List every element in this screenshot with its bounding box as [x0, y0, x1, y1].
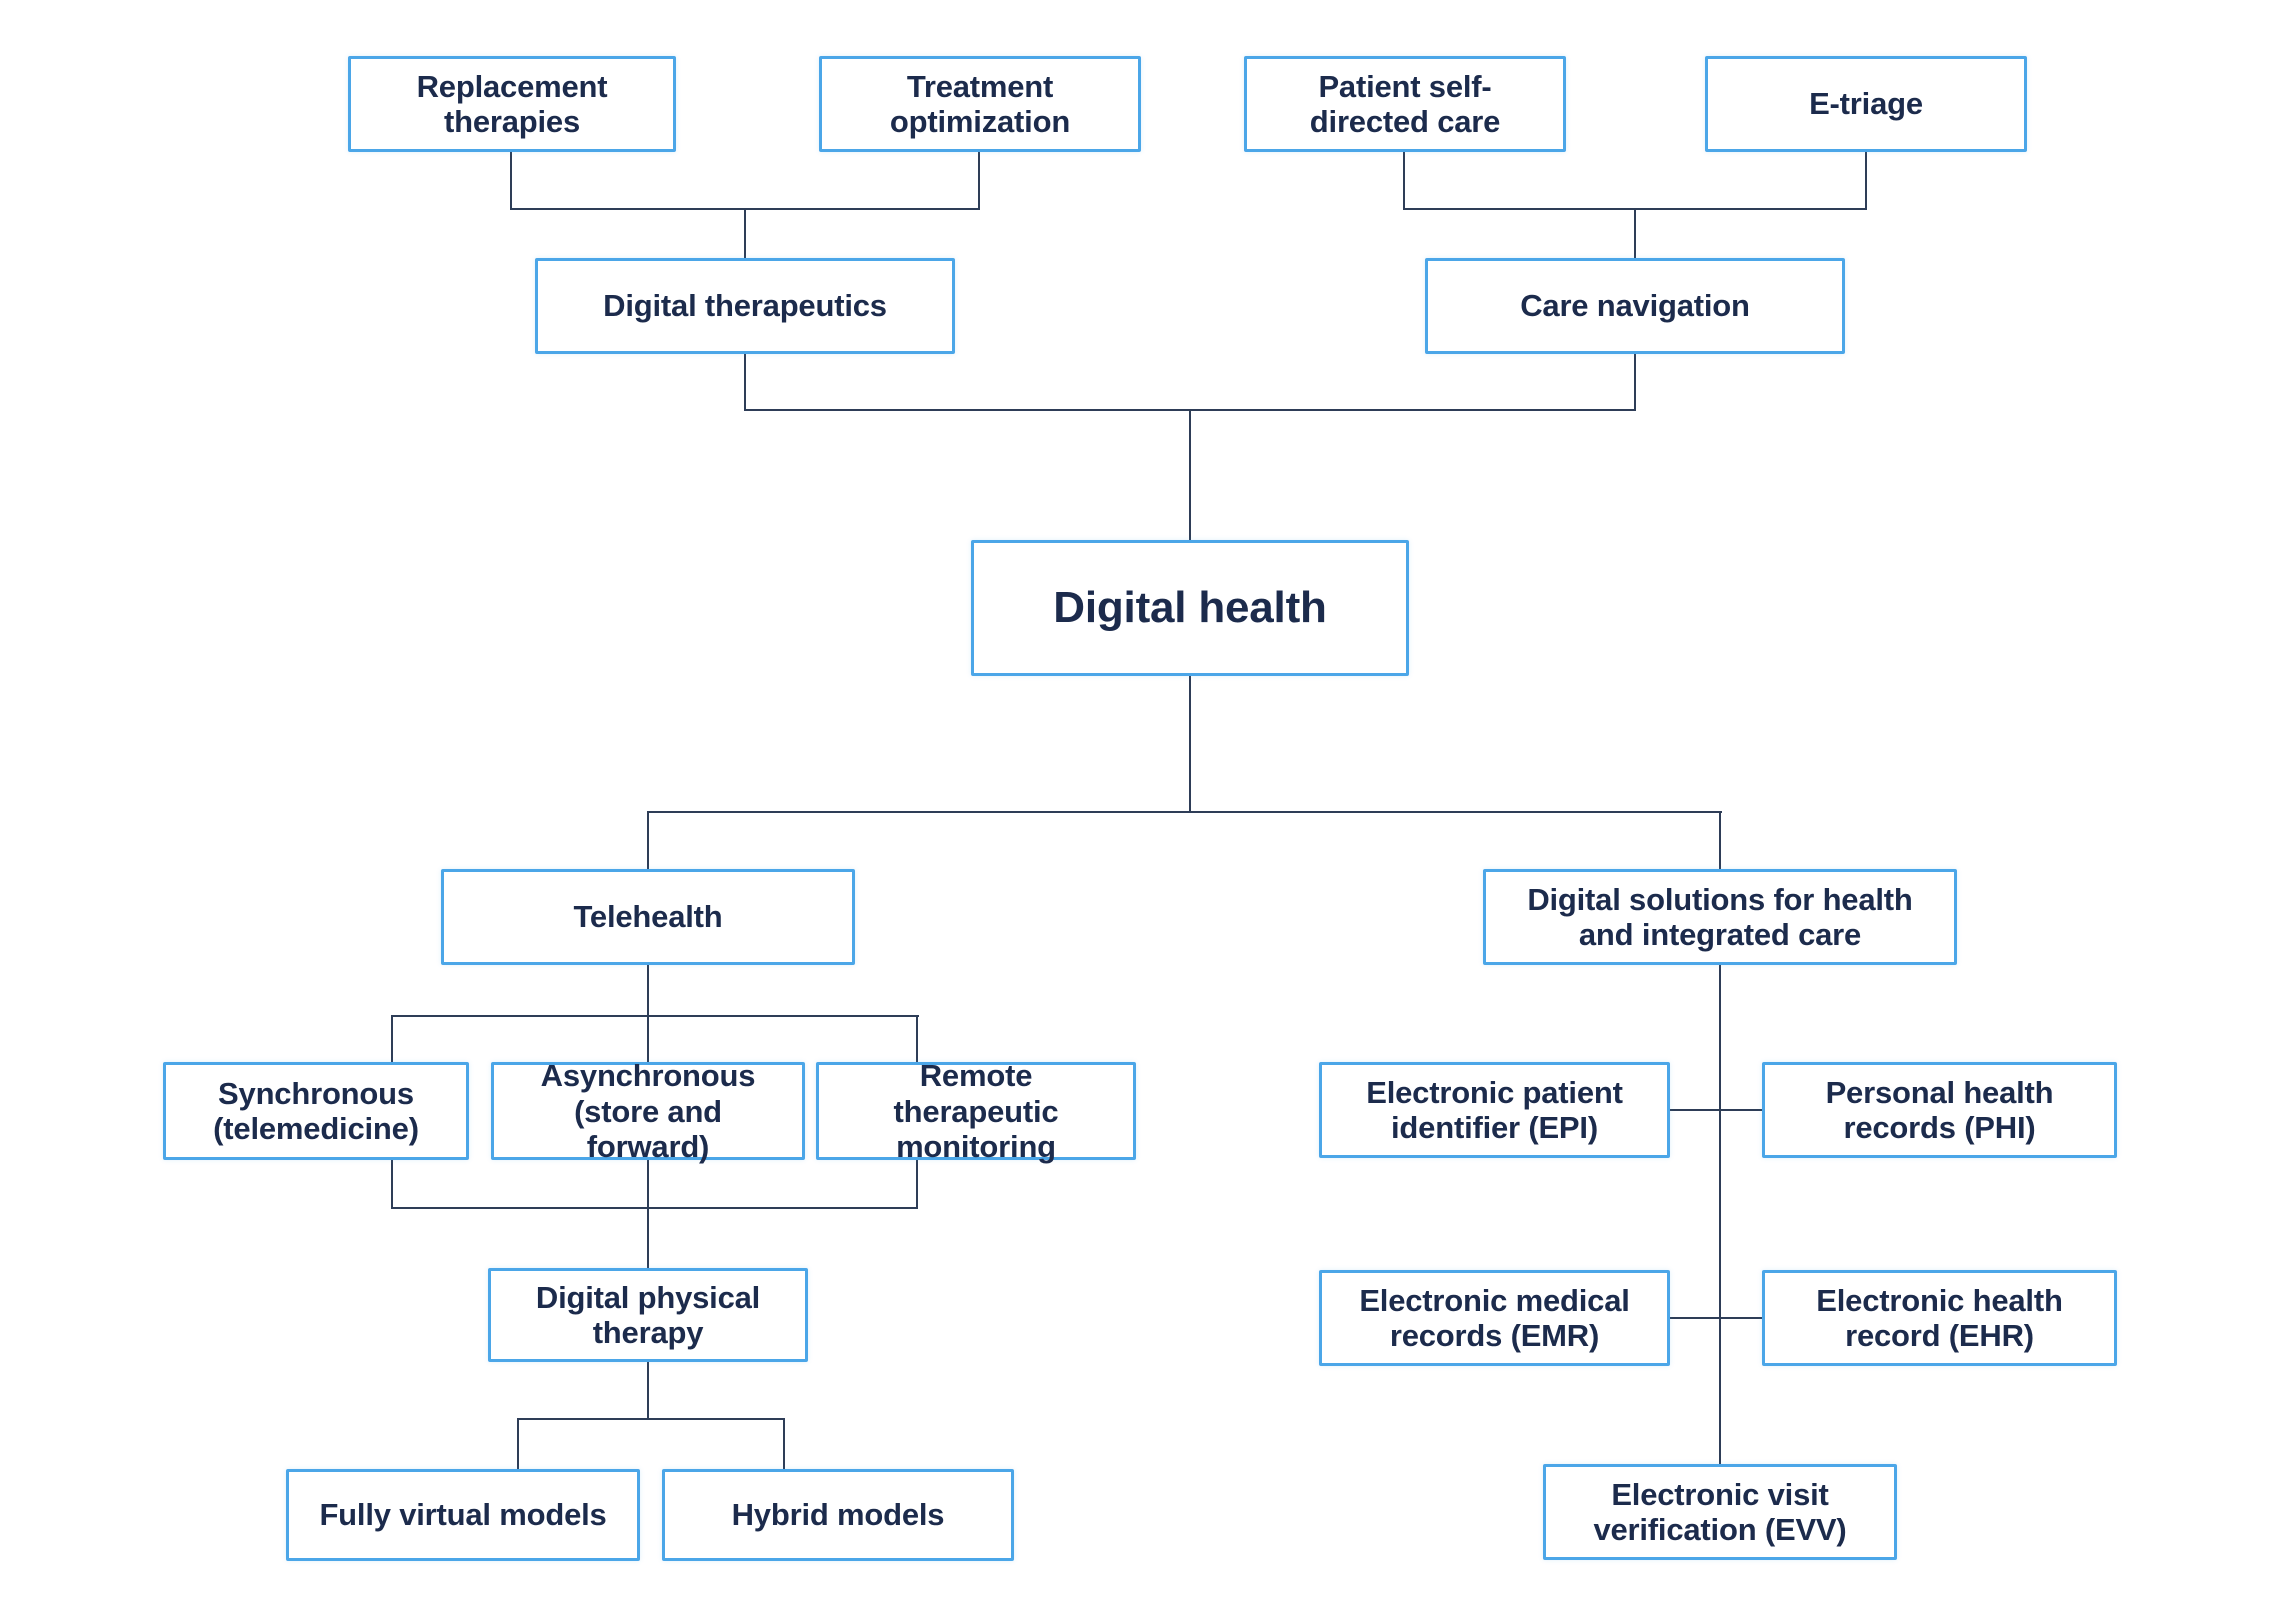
connector-treatment-down: [978, 152, 980, 210]
connector-solutions-trunk: [1719, 965, 1721, 1464]
connector-synchronous-drop: [391, 1015, 393, 1062]
connector-epi-phi-stub: [1670, 1109, 1762, 1111]
connector-carenav-drop: [1634, 208, 1636, 258]
node-digital-health: Digital health: [971, 540, 1409, 676]
connector-patient-down: [1403, 152, 1405, 210]
node-replacement-therapies: Replacement therapies: [348, 56, 676, 152]
node-electronic-visit-verification: Electronic visit verification (EVV): [1543, 1464, 1897, 1560]
connector-synchronous-down: [391, 1160, 393, 1209]
connector-carenav-to-bus: [1634, 354, 1636, 411]
node-digital-solutions: Digital solutions for health and integra…: [1483, 869, 1957, 965]
node-telehealth: Telehealth: [441, 869, 855, 965]
node-care-navigation: Care navigation: [1425, 258, 1845, 354]
connector-telehealth-drop: [647, 811, 649, 869]
connector-dpt-bus: [391, 1207, 918, 1209]
connector-dh-drop: [1189, 409, 1191, 540]
node-digital-physical-therapy: Digital physical therapy: [488, 1268, 808, 1362]
connector-remote-down: [916, 1160, 918, 1209]
connector-dtx-to-bus: [744, 354, 746, 411]
node-personal-health-records: Personal health records (PHI): [1762, 1062, 2117, 1158]
connector-asynchronous-down: [647, 1160, 649, 1268]
connector-etriage-down: [1865, 152, 1867, 210]
connector-telehealth-bus: [391, 1015, 919, 1017]
connector-hybrid-drop: [783, 1418, 785, 1469]
connector-dh-down: [1189, 676, 1191, 813]
connector-emr-ehr-stub: [1670, 1317, 1762, 1319]
node-synchronous-telemedicine: Synchronous (telemedicine): [163, 1062, 469, 1160]
node-treatment-optimization: Treatment optimization: [819, 56, 1141, 152]
node-hybrid-models: Hybrid models: [662, 1469, 1014, 1561]
node-electronic-medical-records: Electronic medical records (EMR): [1319, 1270, 1670, 1366]
node-electronic-patient-identifier: Electronic patient identifier (EPI): [1319, 1062, 1670, 1158]
connector-models-bus: [517, 1418, 785, 1420]
node-remote-therapeutic-monitoring: Remote therapeutic monitoring: [816, 1058, 1136, 1164]
connector-dpt-down: [647, 1362, 649, 1420]
node-e-triage: E-triage: [1705, 56, 2027, 152]
connector-dtx-drop: [744, 208, 746, 258]
node-fully-virtual-models: Fully virtual models: [286, 1469, 640, 1561]
connector-fvm-drop: [517, 1418, 519, 1469]
node-digital-therapeutics: Digital therapeutics: [535, 258, 955, 354]
connector-replacement-down: [510, 152, 512, 210]
connector-remote-drop: [916, 1015, 918, 1062]
node-patient-self-directed-care: Patient self- directed care: [1244, 56, 1566, 152]
node-asynchronous-store-and-forward: Asynchronous (store and forward): [491, 1058, 805, 1164]
connector-telehealth-down: [647, 965, 649, 1062]
node-electronic-health-record: Electronic health record (EHR): [1762, 1270, 2117, 1366]
connector-solutions-drop: [1719, 811, 1721, 869]
connector-branch-bus: [647, 811, 1722, 813]
